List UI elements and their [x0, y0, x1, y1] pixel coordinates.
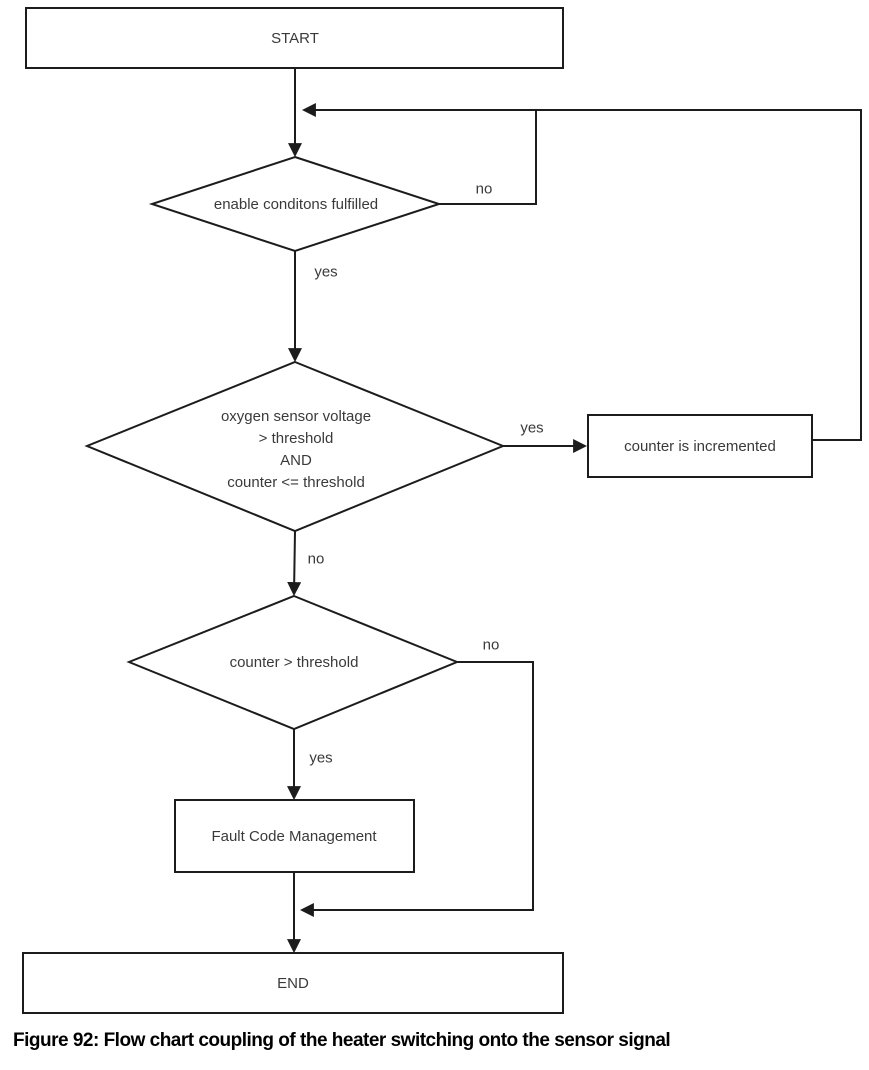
node-end-shape: [22, 952, 564, 1014]
node-enable-check-label: enable conditons fulfilled: [213, 196, 379, 213]
node-voltage-check-shape: [84, 360, 506, 533]
voltage-check-line-1: oxygen sensor voltage: [220, 408, 372, 425]
edge-counter-no-bypass: [299, 661, 534, 917]
edge-label-counter-no: no: [482, 636, 500, 654]
node-counter-increment-shape: [587, 414, 813, 478]
edge-counter-increment-loop-back: [301, 103, 862, 441]
node-enable-check-shape: [148, 155, 443, 253]
voltage-check-line-4: counter <= threshold: [227, 474, 365, 491]
node-counter-increment-label: counter is incremented: [624, 438, 776, 455]
edge-label-voltage-no: no: [307, 550, 325, 568]
edge-label-enable-yes: yes: [314, 263, 338, 281]
voltage-check-line-3: AND: [280, 452, 312, 469]
node-start-shape: [25, 7, 564, 69]
node-start-label: START: [271, 30, 319, 47]
node-counter-check-label: counter > threshold: [229, 654, 359, 671]
node-end-label: END: [277, 975, 309, 992]
node-voltage-check-label: oxygen sensor voltage > threshold AND co…: [221, 406, 371, 494]
node-fault-code-label: Fault Code Management: [211, 828, 377, 845]
edge-label-counter-yes: yes: [309, 749, 333, 767]
edge-voltage-no-to-counter-check: [287, 530, 302, 597]
edge-label-voltage-yes: yes: [520, 419, 544, 437]
node-counter-check-shape: [126, 594, 460, 731]
voltage-check-line-2: > threshold: [258, 430, 334, 447]
edge-enable-no-branch: [439, 110, 537, 205]
edge-label-enable-no: no: [475, 180, 493, 198]
figure-caption: Figure 92: Flow chart coupling of the he…: [13, 1030, 671, 1051]
node-fault-code-shape: [174, 799, 415, 873]
